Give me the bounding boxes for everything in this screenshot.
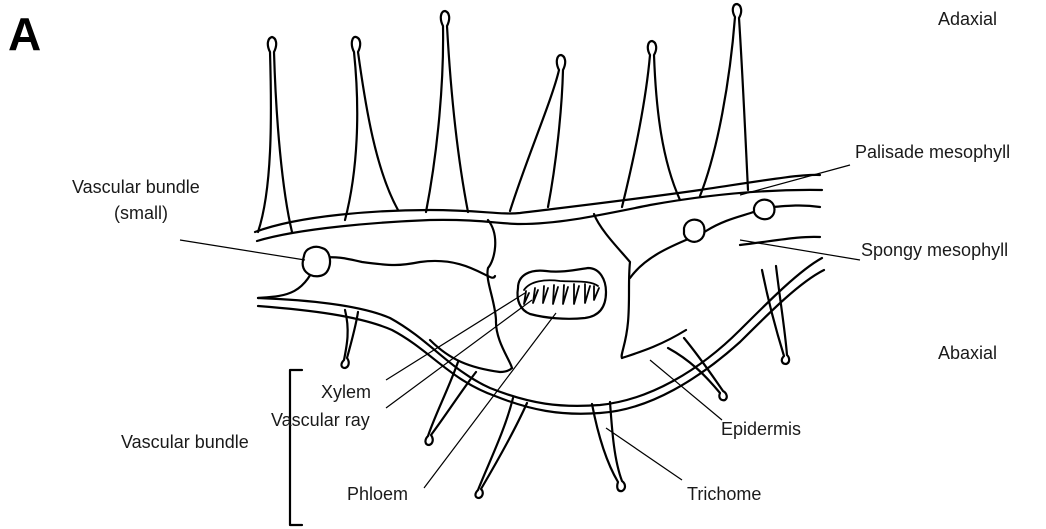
trichome-upper-5 bbox=[622, 41, 680, 207]
label-vascular-bundle: Vascular bundle bbox=[121, 432, 249, 452]
trichome-upper-3 bbox=[426, 11, 468, 212]
trichome-lower-2 bbox=[425, 362, 476, 445]
small-vascular-bundle-left bbox=[303, 247, 330, 276]
leader-vb-small bbox=[180, 240, 305, 260]
label-phloem: Phloem bbox=[347, 484, 408, 504]
leader-vascular-ray bbox=[386, 300, 532, 408]
label-vascular-bundle-small-line1: Vascular bundle bbox=[72, 177, 200, 197]
bundle-sheath-left bbox=[487, 220, 512, 368]
label-xylem: Xylem bbox=[321, 382, 371, 402]
leader-epidermis bbox=[650, 360, 722, 420]
trichome-lower-3 bbox=[475, 398, 527, 498]
trichome-upper-2 bbox=[345, 37, 398, 220]
leader-trichome bbox=[606, 428, 682, 480]
trichome-upper-1 bbox=[258, 37, 292, 232]
label-vascular-ray: Vascular ray bbox=[271, 410, 370, 430]
vascular-bundle-bracket bbox=[290, 370, 302, 525]
adaxial-trichomes bbox=[258, 4, 748, 232]
palisade-lower-boundary-left bbox=[258, 257, 495, 298]
palisade-lower-boundary-right bbox=[630, 205, 820, 278]
small-vascular-bundle-right bbox=[754, 200, 775, 220]
trichome-lower-5 bbox=[668, 338, 727, 400]
panel-letter: A bbox=[8, 8, 41, 60]
label-epidermis: Epidermis bbox=[721, 419, 801, 439]
label-palisade-mesophyll: Palisade mesophyll bbox=[855, 142, 1010, 162]
label-adaxial: Adaxial bbox=[938, 9, 997, 29]
leader-spongy bbox=[740, 240, 860, 260]
lower-edge-right bbox=[740, 237, 820, 245]
small-vascular-bundle-mid bbox=[684, 220, 705, 242]
label-trichome: Trichome bbox=[687, 484, 761, 504]
trichome-upper-6 bbox=[700, 4, 748, 196]
trichome-upper-4 bbox=[510, 55, 565, 211]
trichome-lower-4 bbox=[592, 402, 625, 491]
label-abaxial: Abaxial bbox=[938, 343, 997, 363]
label-spongy-mesophyll: Spongy mesophyll bbox=[861, 240, 1008, 260]
main-vascular-bundle bbox=[518, 268, 607, 319]
main-bundle-outline bbox=[518, 268, 607, 319]
label-vascular-bundle-small-line2: (small) bbox=[114, 203, 168, 223]
